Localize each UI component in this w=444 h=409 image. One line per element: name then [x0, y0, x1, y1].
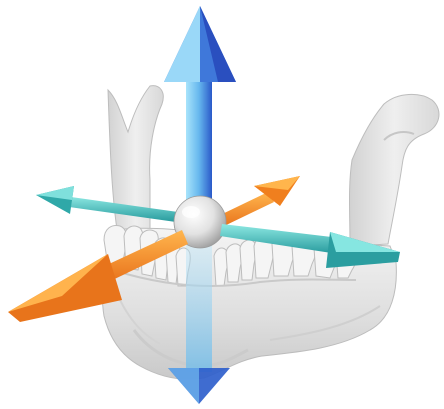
arrow-orange-right[interactable] — [214, 176, 300, 228]
right-ramus — [350, 94, 439, 246]
arrow-teal-left[interactable] — [36, 186, 178, 222]
arrow-up[interactable] — [164, 6, 236, 212]
